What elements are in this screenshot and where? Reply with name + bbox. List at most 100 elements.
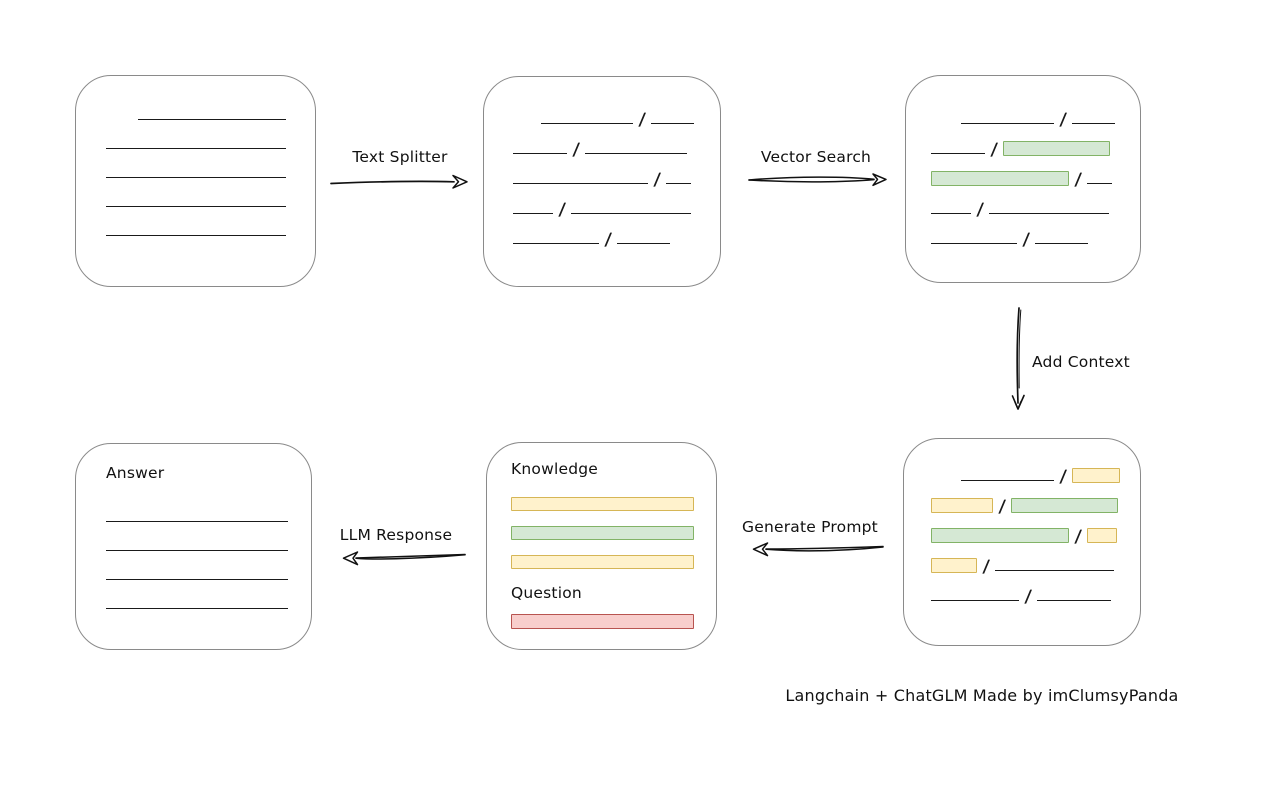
text-line — [931, 600, 1019, 601]
text-row: / — [931, 199, 1140, 220]
search-result-rows: / / / / / — [931, 109, 1140, 259]
text-row: / — [931, 496, 1140, 517]
yellow-chunk — [511, 497, 694, 511]
slash-separator: / — [982, 557, 991, 577]
document-lines — [106, 105, 315, 250]
text-row: / — [513, 139, 720, 160]
text-row: / — [931, 466, 1140, 487]
text-line — [931, 213, 971, 214]
knowledge-label: Knowledge — [511, 460, 599, 478]
text-row — [511, 497, 716, 511]
slash-separator: / — [1022, 230, 1031, 250]
text-line — [106, 235, 286, 236]
generate-prompt-label: Generate Prompt — [742, 518, 878, 536]
text-line — [106, 148, 286, 149]
llm-response-label: LLM Response — [339, 526, 453, 544]
text-row — [106, 565, 311, 582]
context-chunks-rows: / / / / / — [931, 466, 1140, 616]
text-row — [106, 105, 315, 122]
add-context-label: Add Context — [1032, 353, 1130, 371]
text-line — [931, 153, 985, 154]
green-chunk — [1011, 498, 1119, 513]
text-line — [571, 213, 692, 214]
text-line — [995, 570, 1115, 571]
text-row — [106, 192, 315, 209]
text-row: / — [513, 199, 720, 220]
text-line — [617, 243, 671, 244]
slash-separator: / — [1074, 170, 1083, 190]
text-row: / — [931, 229, 1140, 250]
text-row — [511, 614, 716, 629]
green-chunk — [1003, 141, 1111, 156]
slash-separator: / — [604, 230, 613, 250]
text-line — [513, 153, 567, 154]
slash-separator: / — [558, 200, 567, 220]
text-line — [106, 177, 286, 178]
slash-separator: / — [1059, 110, 1068, 130]
question-label: Question — [511, 584, 582, 602]
green-chunk — [931, 171, 1069, 186]
text-row — [106, 163, 315, 180]
text-line — [106, 206, 286, 207]
text-line — [513, 213, 553, 214]
text-row — [106, 134, 315, 151]
text-row: / — [513, 169, 720, 190]
text-line — [961, 480, 1054, 481]
text-row: / — [513, 109, 720, 130]
red-chunk — [511, 614, 694, 629]
slash-separator: / — [990, 140, 999, 160]
yellow-chunk — [511, 555, 694, 569]
text-line — [666, 183, 692, 184]
answer-label: Answer — [106, 464, 165, 482]
yellow-chunk — [1072, 468, 1121, 483]
text-line — [106, 550, 288, 551]
slash-separator: / — [1074, 527, 1083, 547]
text-row — [106, 536, 311, 553]
text-line — [1072, 123, 1116, 124]
text-splitter-arrow — [330, 174, 468, 189]
slash-separator: / — [653, 170, 662, 190]
split-text-rows: / / / / / — [513, 109, 720, 259]
slash-separator: / — [998, 497, 1007, 517]
add-context-arrow — [1011, 307, 1025, 410]
text-line — [585, 153, 688, 154]
text-line — [541, 123, 633, 124]
text-line — [138, 119, 286, 120]
context-chunks-box: / / / / / — [903, 438, 1141, 646]
text-row: / — [513, 229, 720, 250]
answer-box: Answer — [75, 443, 312, 650]
yellow-chunk — [931, 498, 993, 513]
prompt-box: Knowledge Question — [486, 442, 717, 650]
text-row — [511, 555, 716, 569]
text-row: / — [931, 109, 1140, 130]
question-bars — [511, 614, 716, 644]
text-line — [931, 243, 1017, 244]
document-box — [75, 75, 316, 287]
text-line — [989, 213, 1110, 214]
text-row — [106, 221, 315, 238]
green-chunk — [931, 528, 1069, 543]
text-line — [513, 183, 648, 184]
text-row — [106, 594, 311, 611]
text-line — [513, 243, 599, 244]
text-line — [961, 123, 1054, 124]
text-row: / — [931, 139, 1140, 160]
slash-separator: / — [1024, 587, 1033, 607]
generate-prompt-arrow — [752, 542, 884, 557]
yellow-chunk — [1087, 528, 1118, 543]
slash-separator: / — [638, 110, 647, 130]
vector-search-arrow — [748, 173, 887, 187]
slash-separator: / — [572, 140, 581, 160]
text-row: / — [931, 526, 1140, 547]
slash-separator: / — [976, 200, 985, 220]
diagram-caption: Langchain + ChatGLM Made by imClumsyPand… — [785, 686, 1179, 705]
slash-separator: / — [1059, 467, 1068, 487]
text-line — [1087, 183, 1113, 184]
search-result-box: / / / / / — [905, 75, 1141, 283]
answer-lines — [106, 507, 311, 623]
text-line — [1035, 243, 1089, 244]
vector-search-label: Vector Search — [760, 148, 872, 166]
text-row: / — [931, 586, 1140, 607]
text-line — [106, 579, 288, 580]
